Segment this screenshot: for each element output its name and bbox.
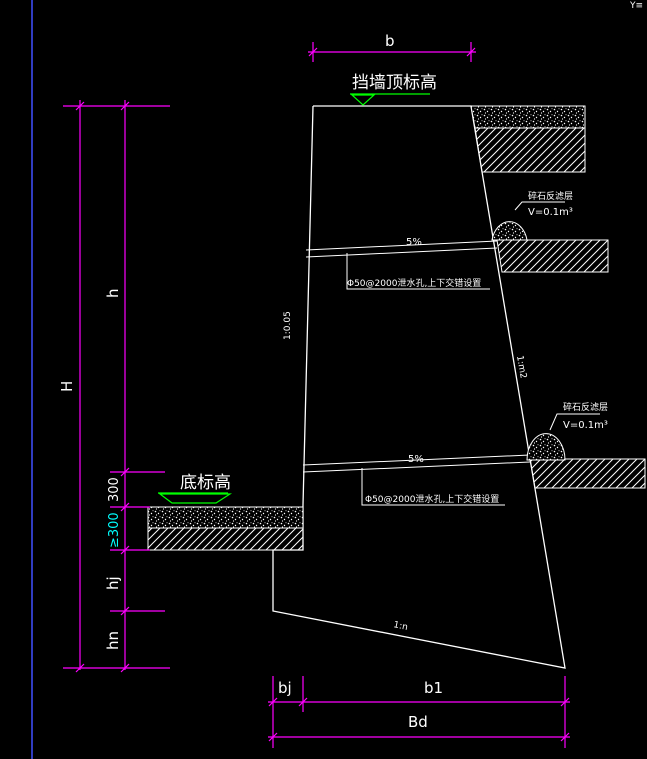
front-ground-soil	[147, 527, 304, 551]
dim-total-base-label: Bd	[408, 713, 428, 731]
drain-leader-lower	[361, 468, 505, 506]
dim-base-width-label: b1	[424, 679, 443, 697]
filter-leader-lower	[549, 413, 600, 431]
backfill-mid-soil	[496, 239, 609, 273]
dim-footing-height-label: hj	[104, 576, 122, 590]
dim-wall-height-label: h	[104, 288, 122, 298]
drain-leader-upper	[346, 253, 490, 290]
dim-300-label: 300	[107, 477, 122, 502]
filter-bag-lower	[526, 433, 566, 461]
drain-pipe-lower	[302, 454, 531, 466]
filter-title-lower: 碎石反滤层	[563, 401, 608, 413]
filter-title-upper: 碎石反滤层	[528, 190, 573, 202]
dim-top-b	[308, 42, 476, 62]
drain-slope-lower: 5%	[408, 454, 424, 465]
dim-bottom-b1	[268, 676, 570, 748]
dim-left-segments	[110, 100, 165, 673]
base-elevation-label: 底标高	[180, 473, 231, 493]
front-ground-gravel	[147, 506, 304, 529]
backfill-top-gravel	[470, 105, 586, 129]
corner-text: Y≡	[629, 1, 643, 11]
backfill-top-soil	[474, 127, 586, 173]
filter-vol-upper: V=0.1m³	[528, 207, 573, 218]
back-slope-label: 1:m2	[514, 355, 528, 380]
dim-toe-width-label: bj	[278, 679, 292, 697]
dim-left-total	[63, 100, 170, 673]
drain-pipe-upper	[305, 240, 498, 251]
filter-vol-lower: V=0.1m³	[563, 420, 608, 431]
top-elevation-marker	[350, 94, 376, 106]
dim-ge300-label: ≥300	[107, 512, 122, 548]
face-slope-label: 1:0.05	[283, 311, 293, 340]
drain-note-lower: Φ50@2000泄水孔,上下交错设置	[365, 493, 499, 505]
dim-heel-height-label: hn	[104, 631, 122, 650]
base-slope-label: 1:n	[392, 620, 408, 633]
dim-top-b-label: b	[385, 32, 395, 50]
drain-slope-upper: 5%	[406, 237, 422, 248]
dim-total-height-label: H	[58, 381, 76, 392]
top-elevation-label: 挡墙顶标高	[352, 73, 437, 93]
filter-leader-upper	[514, 201, 565, 211]
wall-outline	[272, 105, 566, 669]
base-elevation-marker	[158, 493, 233, 504]
drain-note-upper: Φ50@2000泄水孔,上下交错设置	[347, 277, 481, 289]
dim-bottom-bd	[268, 732, 570, 742]
filter-bag-upper	[491, 221, 528, 241]
backfill-low-soil	[529, 458, 646, 489]
